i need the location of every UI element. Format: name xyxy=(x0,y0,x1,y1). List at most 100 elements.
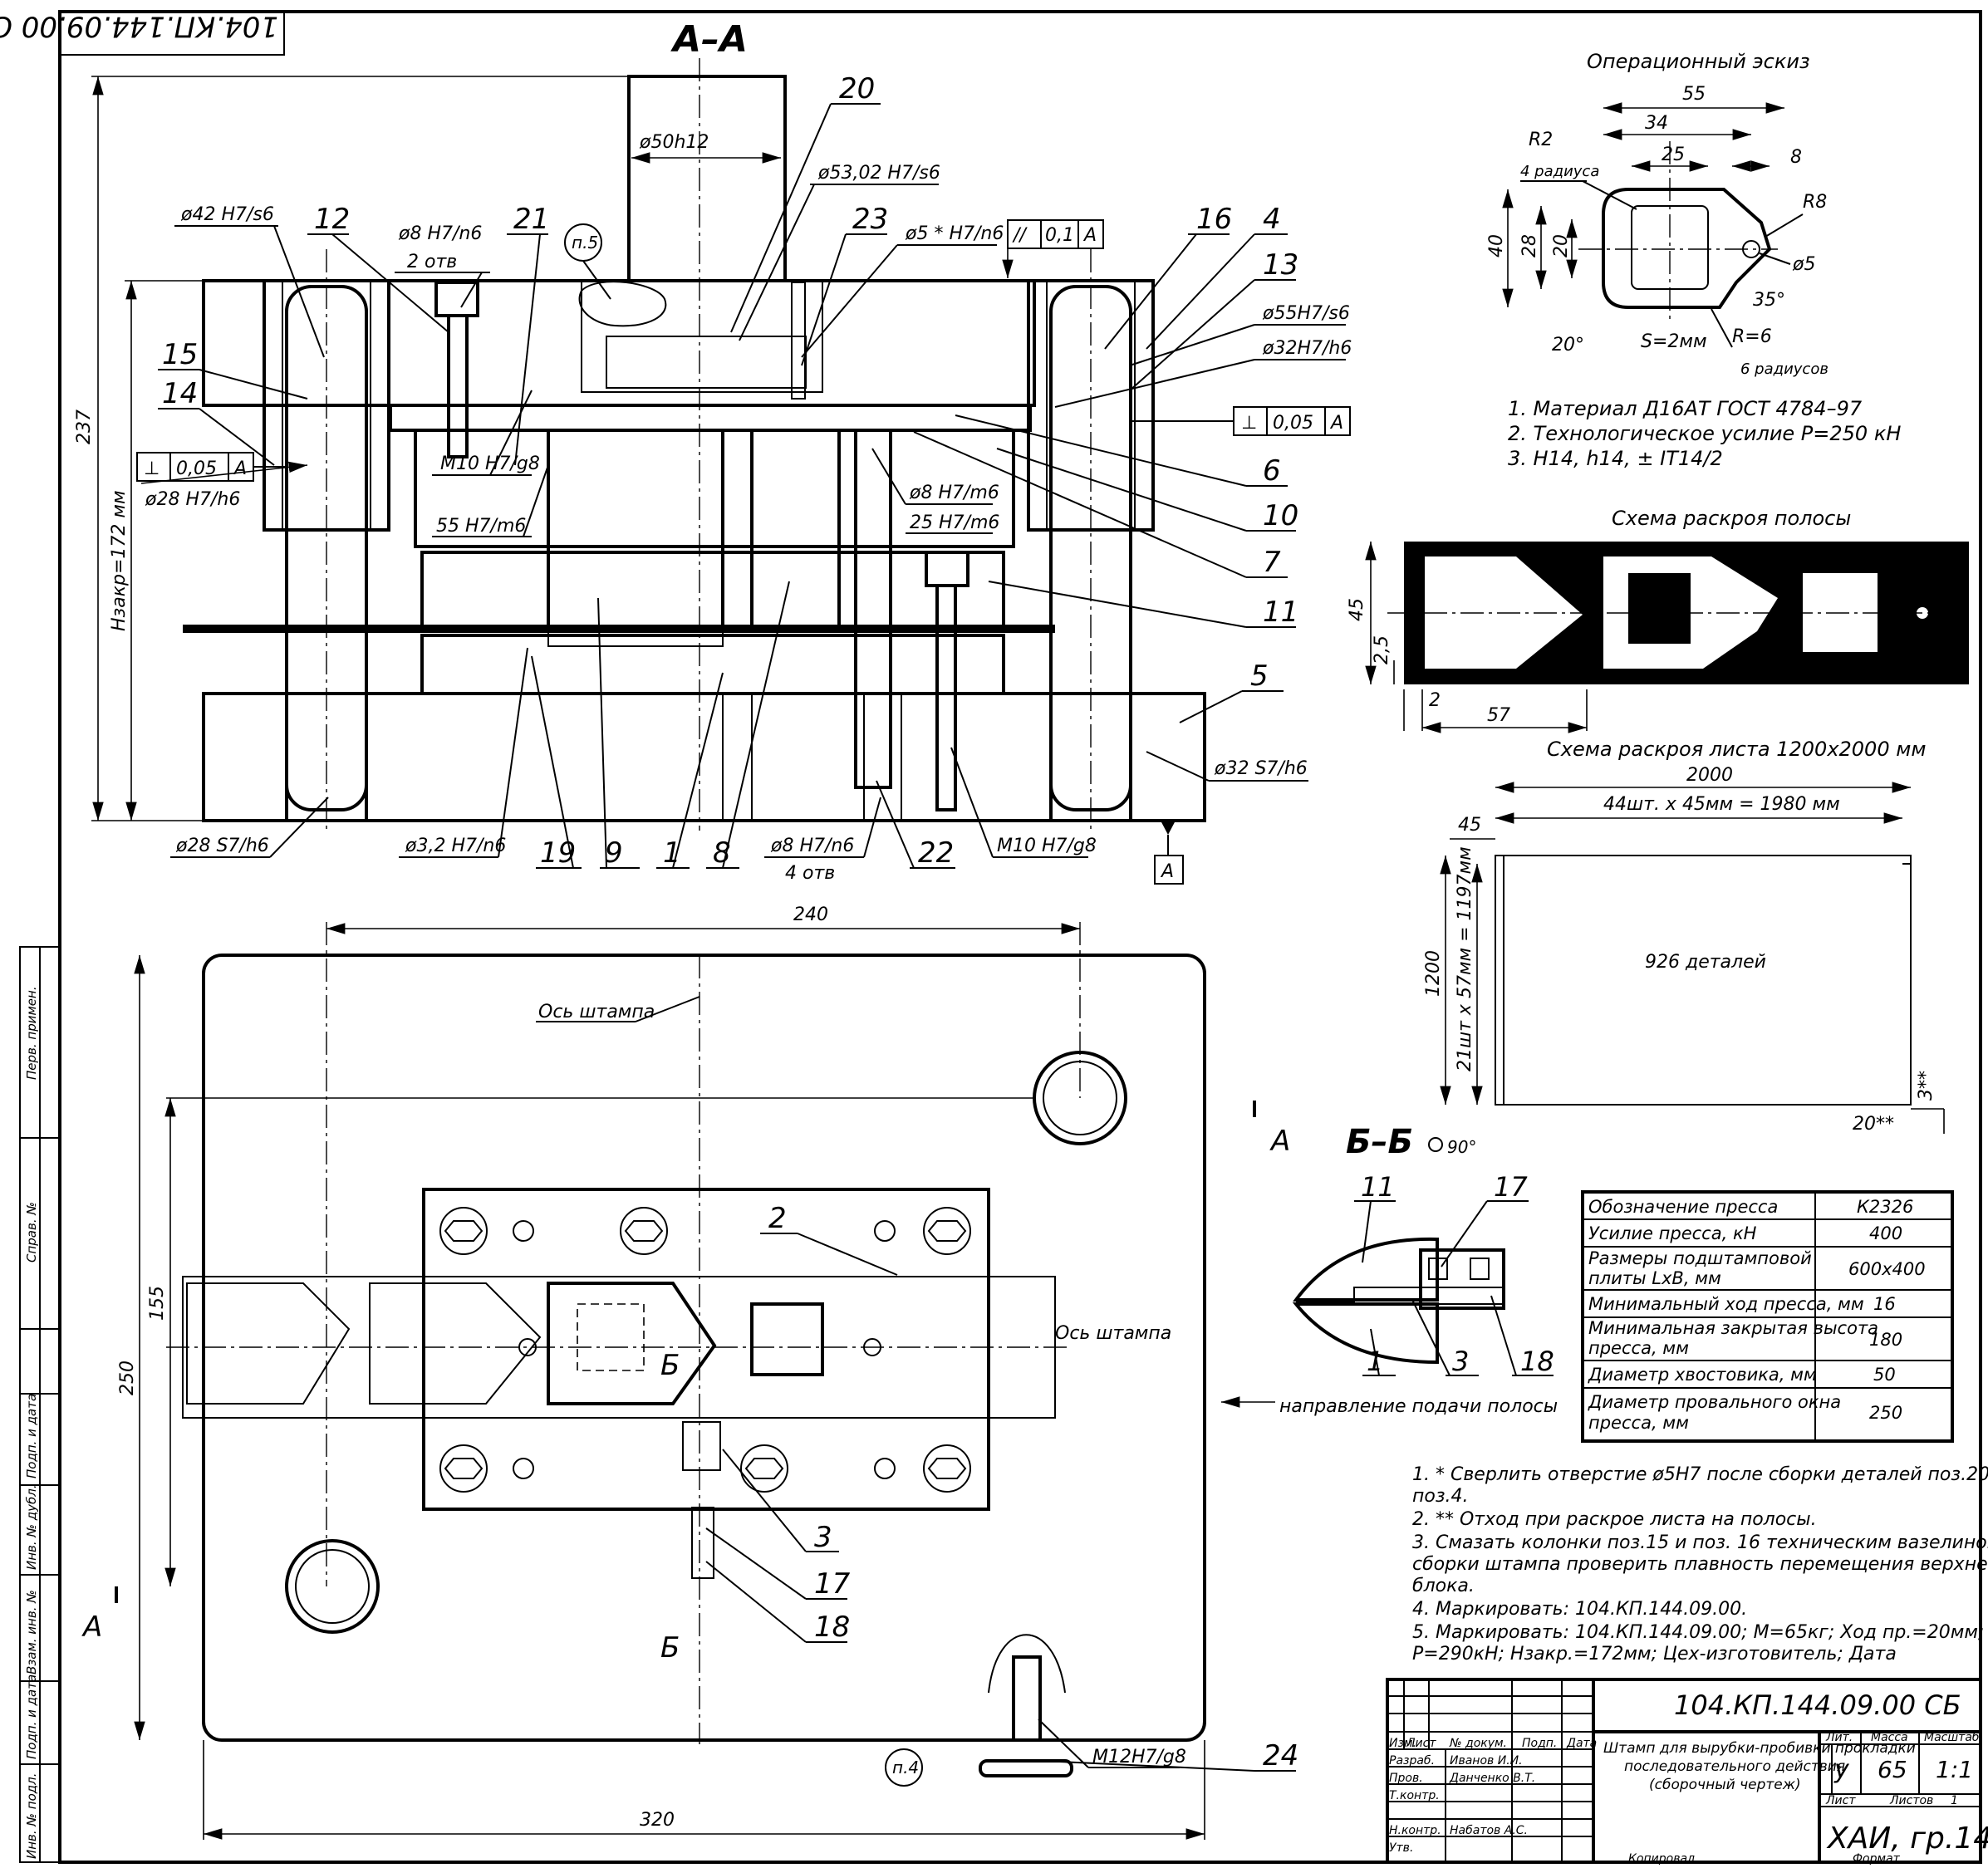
pos-4: 4 xyxy=(1263,203,1281,236)
note-2: 2. ** Отход при раскрое листа на полосы. xyxy=(1412,1509,1817,1530)
axis-label-2: Ось штампа xyxy=(1055,1323,1171,1344)
section-aa-title: А–А xyxy=(670,18,748,61)
pos-21: 21 xyxy=(513,203,549,236)
tb-izm: Изм. xyxy=(1389,1737,1416,1750)
press-r6-c0: Диаметр провального окна xyxy=(1588,1392,1841,1412)
press-r4-c1: 180 xyxy=(1869,1330,1902,1350)
tech-notes: 1. Материал Д16АТ ГОСТ 4784–97 2. Технол… xyxy=(1508,397,1901,470)
callout-p4-label: п.4 xyxy=(892,1758,919,1777)
pos-12: 12 xyxy=(314,203,350,236)
note-5: 5. Маркировать: 104.КП.144.09.00; М=65кг… xyxy=(1412,1622,1984,1643)
tb-org: ХАИ, гр.144 xyxy=(1826,1821,1988,1856)
tb-utv: Утв. xyxy=(1389,1841,1413,1855)
strip-45: 45 xyxy=(1347,598,1367,621)
plan-dims: 240 320 250 155 xyxy=(117,905,1205,1840)
section-bb-view: Б–Б 90° 11 17 1 3 18 xyxy=(1292,1123,1554,1377)
dim-320: 320 xyxy=(640,1810,675,1831)
note-3b: сборки штампа проверить плавность переме… xyxy=(1412,1554,1988,1575)
fit-3: ø42 H7/s6 xyxy=(180,204,274,225)
tb-prov: Пров. xyxy=(1389,1772,1423,1785)
note-5b: Р=290кН; Нзакр.=172мм; Цех-изготовитель;… xyxy=(1412,1644,1897,1665)
side-stamp-4: Инв. № дубл. xyxy=(24,1484,39,1570)
tb-podp: Подп. xyxy=(1522,1737,1557,1750)
tb-massa-val: 65 xyxy=(1878,1756,1907,1783)
sk-s: S=2мм xyxy=(1641,331,1707,352)
press-r6-c0b: пресса, мм xyxy=(1588,1413,1689,1433)
tb-lit-val: у xyxy=(1833,1755,1850,1784)
callout-p5-label: п.5 xyxy=(572,233,598,252)
tol-perp-2-datum: А xyxy=(1329,413,1343,434)
title-block: Изм. Лист № докум. Подп. Дата Разраб. Ив… xyxy=(1386,1678,1988,1866)
sk-8: 8 xyxy=(1790,147,1802,168)
rotated-code-box: 104.КП.144.09.00 СБ xyxy=(0,10,285,56)
sheet-frame xyxy=(58,10,1982,1864)
fit-10: М10 H7/g8 xyxy=(440,454,540,474)
sk-28: 28 xyxy=(1519,234,1540,257)
fit-16: ø3,2 H7/n6 xyxy=(405,836,506,856)
strip-25: 2,5 xyxy=(1372,635,1392,664)
sk-d5: ø5 xyxy=(1792,254,1815,275)
side-stamp: Перв. примен. Справ. № Подп. и дата Инв.… xyxy=(19,946,61,1863)
press-r5-c0: Диаметр хвостовика, мм xyxy=(1588,1365,1817,1385)
press-r4-c0: Минимальная закрытая высота xyxy=(1588,1318,1878,1338)
fit-17: ø8 H7/n6 xyxy=(770,836,854,856)
callout-p4 xyxy=(885,1748,923,1787)
sk-r8: R8 xyxy=(1803,192,1827,213)
perp-symbol-1: ⊥ xyxy=(1241,413,1257,434)
strip-57: 57 xyxy=(1487,705,1510,726)
fit-labels: ø50h12 ø53,02 H7/s6 ø42 H7/s6 ø8 H7/n6 2… xyxy=(140,132,1352,884)
tb-code: 104.КП.144.09.00 СБ xyxy=(1674,1689,1961,1721)
sk-35: 35° xyxy=(1753,290,1785,311)
side-stamp-2: Справ. № xyxy=(24,1202,39,1262)
pos-7: 7 xyxy=(1263,546,1281,579)
sk-40: 40 xyxy=(1486,234,1507,257)
dim-237: 237 xyxy=(74,409,95,444)
operation-sketch: Операционный эскиз 55 34 25 8 40 28 20 R… xyxy=(1486,50,1828,378)
tol-perp-1: 0,05 xyxy=(176,458,217,479)
press-r2-c0: Размеры подштамповой xyxy=(1588,1248,1812,1268)
bb-pos-3: 3 xyxy=(1452,1346,1469,1377)
press-r3-c1: 16 xyxy=(1873,1294,1896,1314)
fit-20: М12H7/g8 xyxy=(1092,1747,1186,1767)
press-r5-c1: 50 xyxy=(1873,1365,1896,1385)
pos-11: 11 xyxy=(1263,596,1298,629)
tb-razrab-name: Иванов И.И. xyxy=(1450,1754,1523,1767)
fit-1: ø50h12 xyxy=(639,132,709,153)
pos-10: 10 xyxy=(1263,499,1298,532)
pos-18: 18 xyxy=(814,1611,850,1644)
tb-nkontr: Н.контр. xyxy=(1389,1824,1441,1837)
sk-r6n: 6 радиусов xyxy=(1740,360,1828,378)
tol-parallel: 0,1 xyxy=(1045,225,1074,246)
sheet-parts: 926 деталей xyxy=(1645,952,1766,973)
tb-name-2: последовательного действия xyxy=(1624,1758,1845,1775)
tb-listov-lbl: Листов xyxy=(1889,1794,1933,1807)
tb-data: Дата xyxy=(1566,1737,1597,1750)
tb-list-lbl: Лист xyxy=(1825,1794,1856,1807)
fit-6: ø5 * H7/n6 xyxy=(905,223,1004,244)
bb-pos-17: 17 xyxy=(1494,1171,1528,1203)
sheet-layout: Схема раскроя листа 1200х2000 мм 2000 44… xyxy=(1423,738,1945,1135)
sk-20deg: 20° xyxy=(1552,335,1584,355)
press-r4-c0b: пресса, мм xyxy=(1588,1338,1689,1358)
section-dims: 237 Нзакр=172 мм xyxy=(74,76,627,821)
fit-19: М10 H7/g8 xyxy=(997,836,1097,856)
note-1b: поз.4. xyxy=(1412,1486,1469,1507)
section-b-mark-2: Б xyxy=(660,1631,680,1665)
note-1: 1. * Сверлить отверстие ø5H7 после сборк… xyxy=(1412,1464,1988,1485)
fit-4: ø8 H7/n6 xyxy=(398,223,482,244)
pos-8: 8 xyxy=(713,836,731,870)
fit-15: ø28 S7/h6 xyxy=(175,836,269,856)
section-bb-rot: 90° xyxy=(1447,1137,1476,1157)
pos-6: 6 xyxy=(1263,454,1281,488)
press-r0-c0: Обозначение пресса xyxy=(1588,1197,1778,1217)
side-stamp-7: Инв. № подл. xyxy=(24,1773,39,1859)
press-r6-c1: 250 xyxy=(1869,1403,1902,1423)
tb-name-1: Штамп для вырубки-пробивки прокладки xyxy=(1603,1740,1916,1757)
dim-240: 240 xyxy=(793,905,828,925)
pos-22: 22 xyxy=(918,836,954,870)
press-r2-c1: 600х400 xyxy=(1848,1259,1926,1279)
strip-layout: Схема раскроя полосы 45 2,5 2 57 xyxy=(1347,507,1969,733)
section-bb-title: Б–Б xyxy=(1346,1123,1413,1161)
pos-23: 23 xyxy=(852,203,888,236)
